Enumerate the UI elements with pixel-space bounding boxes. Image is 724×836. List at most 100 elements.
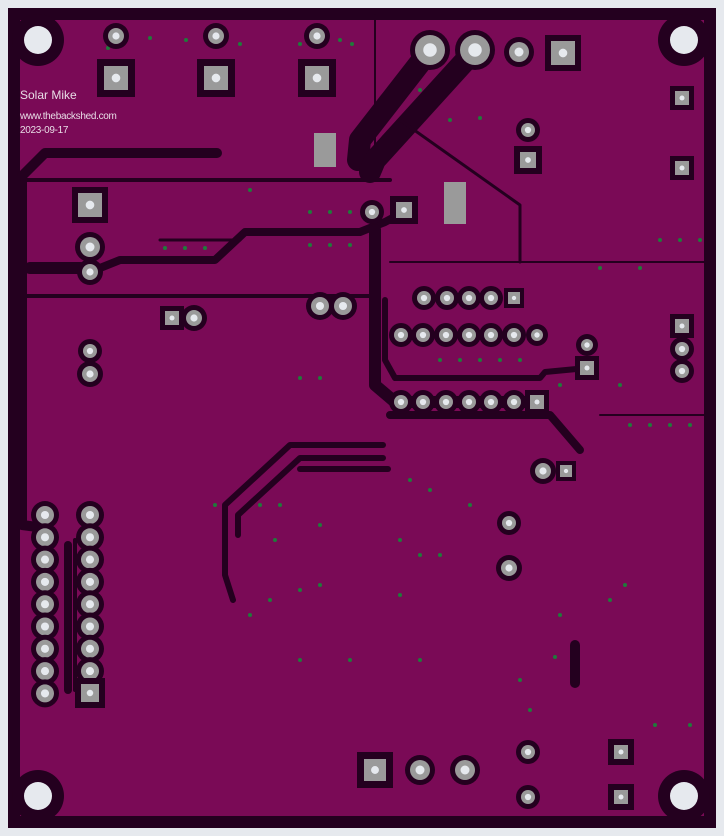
drill-hole: [678, 367, 686, 375]
trace: [347, 39, 441, 171]
drill-hole: [315, 301, 325, 311]
trace: [235, 455, 386, 538]
via: [528, 708, 532, 712]
drill-hole: [465, 294, 473, 302]
via: [278, 503, 282, 507]
via: [398, 538, 402, 542]
via: [184, 38, 188, 42]
drill-hole: [86, 689, 94, 697]
drill-hole: [313, 32, 321, 40]
drill-hole: [468, 43, 482, 57]
via: [350, 42, 354, 46]
drill-hole: [679, 165, 685, 171]
via: [298, 658, 302, 662]
via: [298, 588, 302, 592]
via: [608, 598, 612, 602]
via: [438, 358, 442, 362]
drill-hole: [40, 533, 50, 542]
via: [518, 678, 522, 682]
drill-hole: [85, 533, 95, 542]
drill-hole: [487, 294, 495, 302]
via: [248, 188, 252, 192]
via: [688, 423, 692, 427]
via: [418, 88, 422, 92]
drill-hole: [510, 331, 518, 339]
drill-hole: [419, 331, 427, 339]
via: [398, 593, 402, 597]
drill-hole: [40, 510, 50, 520]
trace: [17, 148, 222, 533]
drill-hole: [423, 43, 437, 57]
via: [203, 246, 207, 250]
drill-hole: [514, 47, 524, 57]
drill-hole: [371, 766, 379, 774]
drill-hole: [618, 794, 624, 800]
mounting-hole: [670, 26, 698, 54]
via: [348, 243, 352, 247]
drill-hole: [40, 577, 50, 586]
silkscreen-title: Solar Mike: [20, 88, 77, 102]
trace: [386, 411, 584, 454]
via: [318, 376, 322, 380]
via: [238, 42, 242, 46]
drill-hole: [86, 268, 94, 276]
via: [163, 246, 167, 250]
via: [408, 478, 412, 482]
drill-hole: [397, 331, 405, 339]
via: [258, 503, 262, 507]
drill-hole: [525, 157, 531, 163]
via: [438, 553, 442, 557]
trace: [398, 118, 522, 264]
drill-hole: [679, 323, 685, 329]
drill-hole: [397, 398, 405, 406]
drill-hole: [40, 667, 50, 676]
via: [658, 238, 662, 242]
drill-hole: [85, 667, 95, 676]
via: [648, 423, 652, 427]
via: [678, 238, 682, 242]
drill-hole: [460, 765, 470, 775]
drill-hole: [420, 294, 428, 302]
via: [318, 583, 322, 587]
drill-hole: [40, 555, 50, 564]
silkscreen-url: www.thebackshed.com: [20, 111, 117, 122]
via: [183, 246, 187, 250]
drill-hole: [679, 95, 685, 101]
drill-hole: [85, 577, 95, 586]
drill-hole: [465, 331, 473, 339]
via: [553, 655, 557, 659]
drill-hole: [312, 73, 322, 83]
via: [558, 383, 562, 387]
drill-hole: [212, 32, 220, 40]
via: [468, 503, 472, 507]
via: [308, 243, 312, 247]
mounting-hole: [670, 782, 698, 810]
drill-hole: [584, 365, 590, 371]
via: [518, 358, 522, 362]
via: [628, 423, 632, 427]
drill-hole: [211, 73, 221, 83]
trace: [86, 208, 408, 276]
trace: [222, 442, 386, 603]
drill-hole: [558, 48, 568, 58]
via: [638, 266, 642, 270]
drill-hole: [510, 398, 518, 406]
smd-component: [444, 182, 466, 224]
drill-hole: [539, 467, 547, 475]
via: [668, 423, 672, 427]
via: [106, 46, 110, 50]
via: [328, 210, 332, 214]
mounting-hole: [24, 26, 52, 54]
via: [308, 210, 312, 214]
drill-hole: [505, 564, 513, 572]
drill-hole: [85, 600, 95, 609]
drill-hole: [85, 510, 95, 520]
via: [688, 723, 692, 727]
via: [148, 36, 152, 40]
drill-hole: [419, 398, 427, 406]
drill-hole: [86, 347, 94, 355]
drill-hole: [85, 622, 95, 631]
drill-hole: [443, 294, 451, 302]
via: [458, 358, 462, 362]
drill-hole: [86, 370, 94, 378]
